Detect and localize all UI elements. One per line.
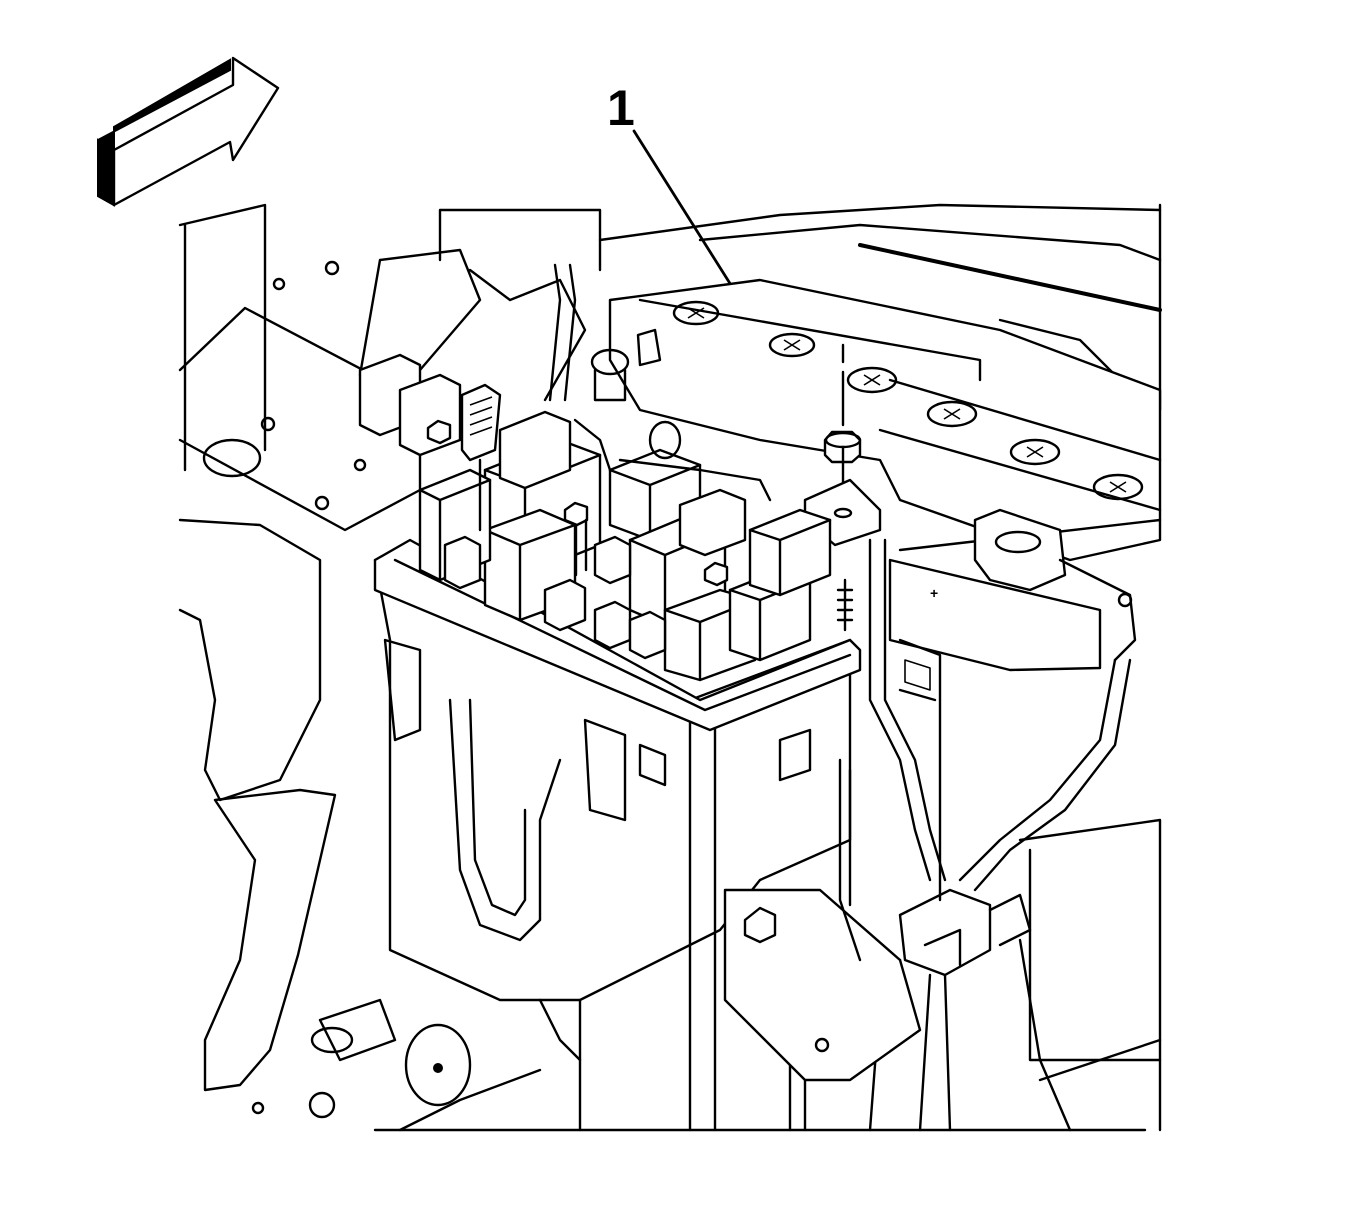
body-panel-right xyxy=(898,638,1162,1132)
front-direction-arrow-icon xyxy=(97,56,280,207)
mounting-bracket xyxy=(723,758,922,1082)
lower-frame xyxy=(373,998,1147,1132)
svg-text:+: + xyxy=(930,585,938,601)
battery: + xyxy=(608,278,1162,672)
battery-cable xyxy=(868,538,1132,892)
battery-cell-caps xyxy=(672,300,1144,501)
relays xyxy=(358,353,832,682)
callout-label-1: 1 xyxy=(607,80,635,136)
battery-terminal: + xyxy=(930,508,1137,662)
retaining-nut xyxy=(823,430,862,464)
cable-harness-upper xyxy=(548,263,772,502)
wiring-harness-connector xyxy=(868,888,1072,1132)
